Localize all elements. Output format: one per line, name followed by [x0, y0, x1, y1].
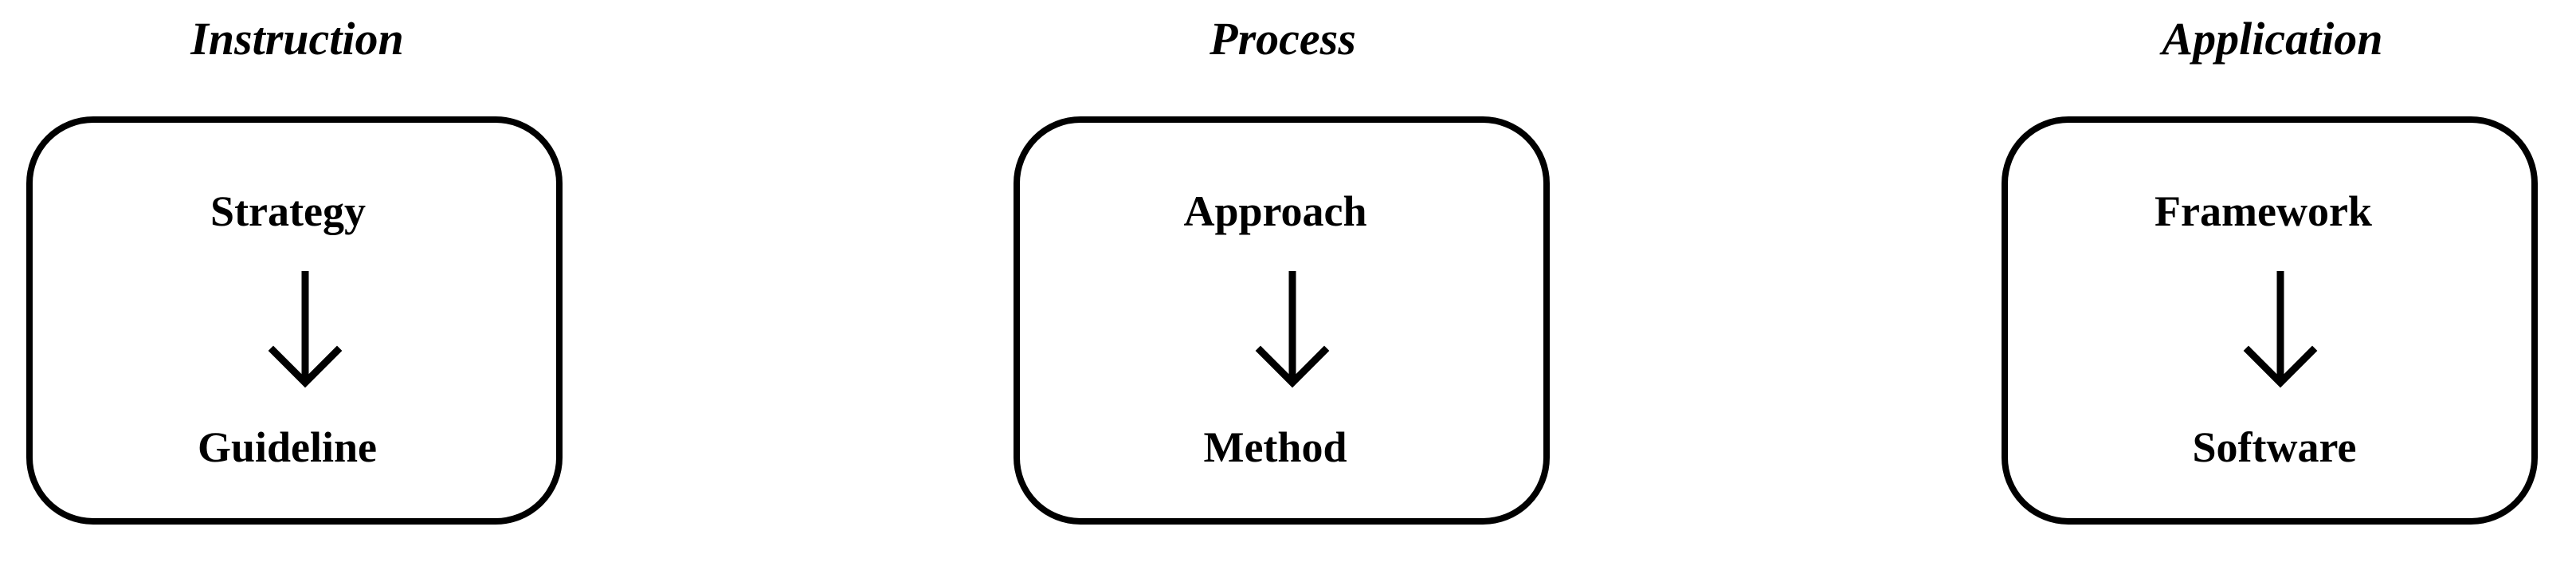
- heading-instruction: Instruction: [190, 13, 404, 65]
- box-instruction: Strategy Guideline: [26, 116, 563, 525]
- down-arrow-icon: [268, 271, 343, 388]
- label-software: Software: [2192, 423, 2357, 471]
- heading-process: Process: [1210, 13, 1356, 65]
- down-arrow-icon: [2243, 271, 2318, 388]
- down-arrow-icon: [1255, 271, 1330, 388]
- label-strategy: Strategy: [210, 187, 366, 235]
- box-process: Approach Method: [1014, 116, 1550, 525]
- label-approach: Approach: [1183, 187, 1367, 235]
- heading-application: Application: [2162, 13, 2383, 65]
- label-guideline: Guideline: [197, 423, 378, 471]
- label-method: Method: [1203, 423, 1347, 471]
- label-framework: Framework: [2155, 187, 2372, 235]
- box-application: Framework Software: [2002, 116, 2538, 525]
